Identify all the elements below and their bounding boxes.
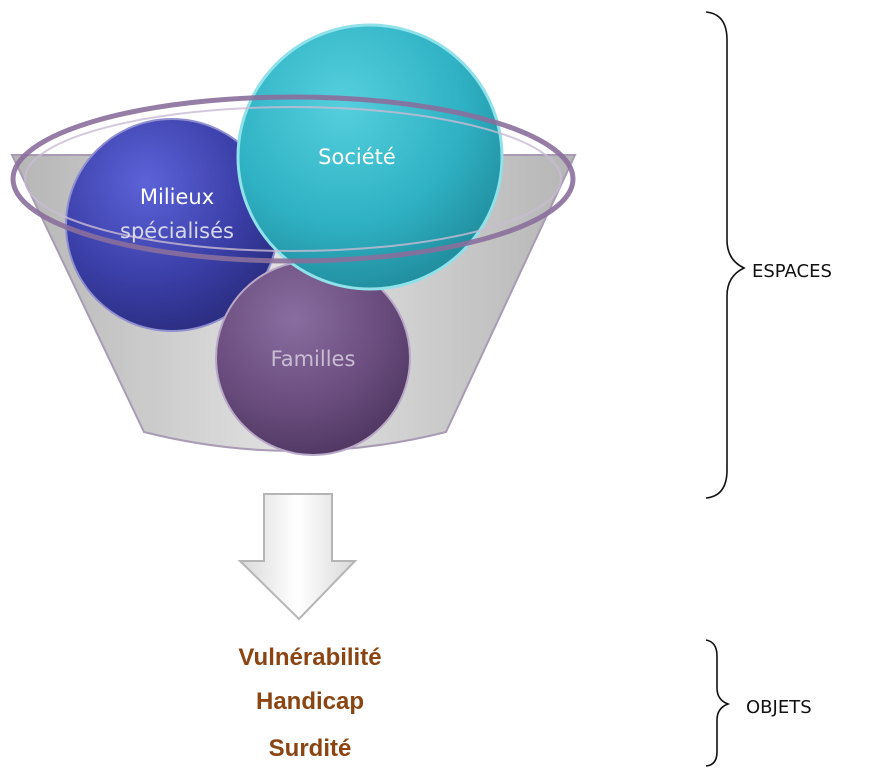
funnel-rim bbox=[10, 94, 576, 264]
objets-brace bbox=[705, 639, 731, 767]
espaces-brace bbox=[705, 11, 746, 499]
objet-handicap: Handicap bbox=[255, 688, 365, 715]
societe-label: Société bbox=[318, 145, 396, 169]
bubble-societe bbox=[236, 23, 504, 291]
espaces-label: ESPACES bbox=[752, 261, 832, 282]
objets-label: OBJETS bbox=[746, 697, 812, 718]
objet-surdite: Surdité bbox=[268, 735, 352, 762]
familles-label: Familles bbox=[271, 347, 356, 371]
milieux-label-line1: Milieux bbox=[140, 185, 214, 209]
funnel-rim-inner bbox=[24, 106, 562, 252]
objet-vulnerabilite: Vulnérabilité bbox=[238, 644, 382, 671]
milieux-label-line2: spécialisés bbox=[120, 219, 234, 243]
down-arrow-icon bbox=[237, 493, 358, 621]
